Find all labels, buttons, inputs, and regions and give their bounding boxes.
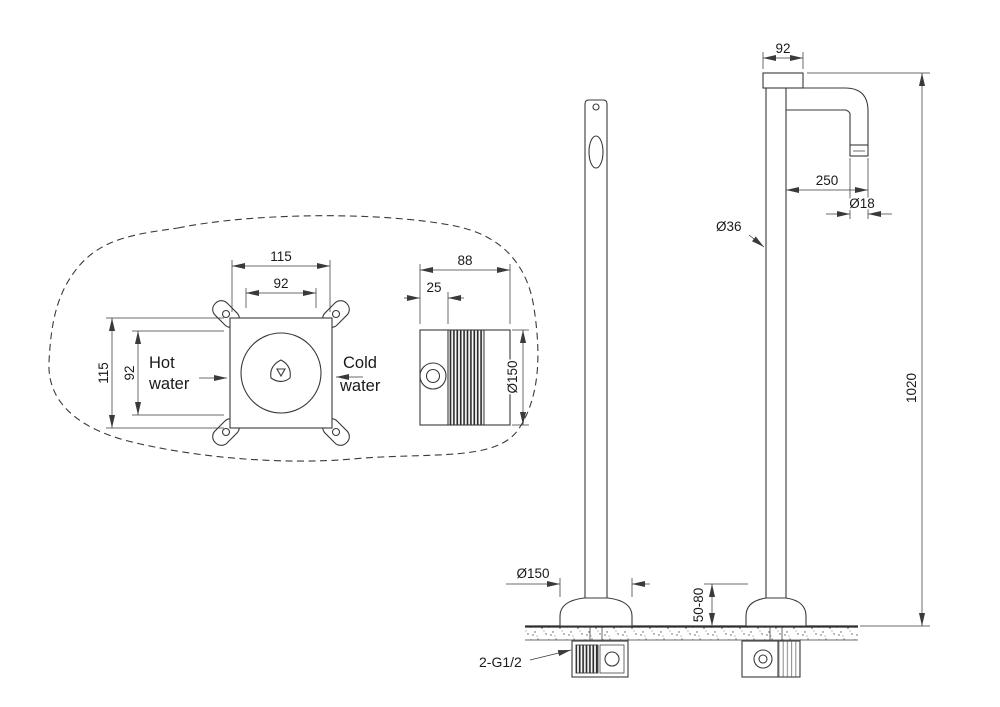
inlet-port-outer bbox=[419, 362, 447, 390]
screw-hole bbox=[221, 427, 231, 437]
spout-inner-edge bbox=[786, 109, 851, 145]
dim-label-base-diameter: Ø150 bbox=[516, 566, 549, 581]
screw-hole bbox=[221, 309, 231, 319]
leader-line bbox=[529, 649, 572, 661]
floor-texture bbox=[525, 627, 858, 640]
dim-label-box-depth: 88 bbox=[457, 253, 472, 268]
plan-view: 115 92 115 92 Hot water Cold water bbox=[94, 247, 383, 446]
rough-in-hatch bbox=[575, 644, 599, 674]
hatched-section bbox=[447, 329, 485, 426]
front-elevation: Ø150 bbox=[506, 99, 650, 641]
front-rough-in: 2-G1/2 bbox=[477, 640, 629, 678]
dim-plan-inner-width: 92 bbox=[245, 274, 317, 308]
hot-water-label-line1: Hot bbox=[149, 354, 175, 372]
thread-callout: 2-G1/2 bbox=[477, 649, 572, 672]
dim-label-outlet-diameter: Ø18 bbox=[849, 196, 875, 211]
dim-top-cap-width: 92 bbox=[762, 39, 804, 69]
dim-label-overall-height: 1020 bbox=[904, 373, 919, 403]
connection-port bbox=[604, 651, 620, 667]
dim-box-diameter: Ø150 bbox=[503, 329, 529, 426]
cold-water-callout: Cold water bbox=[336, 352, 383, 397]
dim-label-inner-height: 92 bbox=[122, 365, 137, 380]
spout-nozzle bbox=[849, 144, 869, 157]
spout-outer-edge bbox=[786, 87, 869, 145]
hot-water-label-line2: water bbox=[148, 375, 190, 393]
base-plate-front bbox=[559, 597, 633, 627]
detail-cloud bbox=[48, 215, 539, 462]
handle-symbol-inner bbox=[276, 368, 286, 378]
screw-hole bbox=[331, 427, 341, 437]
base-plate-side bbox=[745, 597, 807, 627]
dim-overall-height: 1020 bbox=[807, 72, 930, 627]
dim-spout-reach: 250 bbox=[786, 158, 869, 219]
dim-plan-outer-height: 115 bbox=[94, 317, 224, 429]
control-slot bbox=[588, 135, 604, 169]
thread-label: 2-G1/2 bbox=[479, 654, 522, 670]
inlet-outer bbox=[753, 649, 773, 669]
dim-plan-inner-height: 92 bbox=[120, 330, 224, 416]
hot-water-callout: Hot water bbox=[146, 352, 227, 395]
cloud-outline bbox=[48, 215, 539, 462]
dim-label-spout-reach: 250 bbox=[816, 173, 839, 188]
cold-water-label-line2: water bbox=[339, 377, 381, 395]
dim-box-front-section: 25 bbox=[404, 278, 464, 324]
dim-box-depth: 88 bbox=[419, 251, 511, 324]
inlet-inner bbox=[758, 654, 768, 664]
cold-water-label-line1: Cold bbox=[343, 354, 377, 372]
rough-in-inner bbox=[599, 644, 625, 674]
side-elevation: 92 250 Ø18 Ø36 1020 50-80 bbox=[689, 39, 930, 641]
dim-label-box-diameter: Ø150 bbox=[505, 360, 520, 393]
cartridge-circle bbox=[240, 332, 322, 414]
dim-base-diameter: Ø150 bbox=[506, 564, 650, 597]
screw-hole bbox=[331, 309, 341, 319]
dim-label-front-section: 25 bbox=[426, 280, 441, 295]
dim-label-inner-width: 92 bbox=[273, 276, 288, 291]
dim-column-diameter: Ø36 bbox=[714, 217, 765, 248]
dim-label-outer-height: 115 bbox=[96, 362, 111, 384]
dim-label-top-cap: 92 bbox=[775, 41, 790, 56]
top-button bbox=[592, 103, 600, 111]
leader-line bbox=[748, 234, 765, 248]
dim-label-outer-width: 115 bbox=[270, 249, 292, 264]
dim-plan-outer-width: 115 bbox=[231, 247, 331, 312]
inlet-port-inner bbox=[425, 368, 441, 384]
rough-in-side-view: 88 25 Ø150 bbox=[404, 251, 529, 426]
dim-label-column-diameter: Ø36 bbox=[716, 219, 742, 234]
dim-outlet-diameter: Ø18 bbox=[826, 158, 892, 219]
top-cap bbox=[762, 72, 804, 89]
handle-symbol bbox=[270, 359, 291, 383]
dim-floor-depth-range: 50-80 bbox=[689, 583, 748, 626]
side-rough-in bbox=[741, 640, 801, 678]
floor bbox=[525, 625, 858, 641]
column-body-front bbox=[584, 99, 608, 599]
dim-label-floor-depth: 50-80 bbox=[691, 588, 706, 623]
rough-in-hatch bbox=[777, 640, 801, 678]
mounting-box-body bbox=[229, 317, 333, 429]
